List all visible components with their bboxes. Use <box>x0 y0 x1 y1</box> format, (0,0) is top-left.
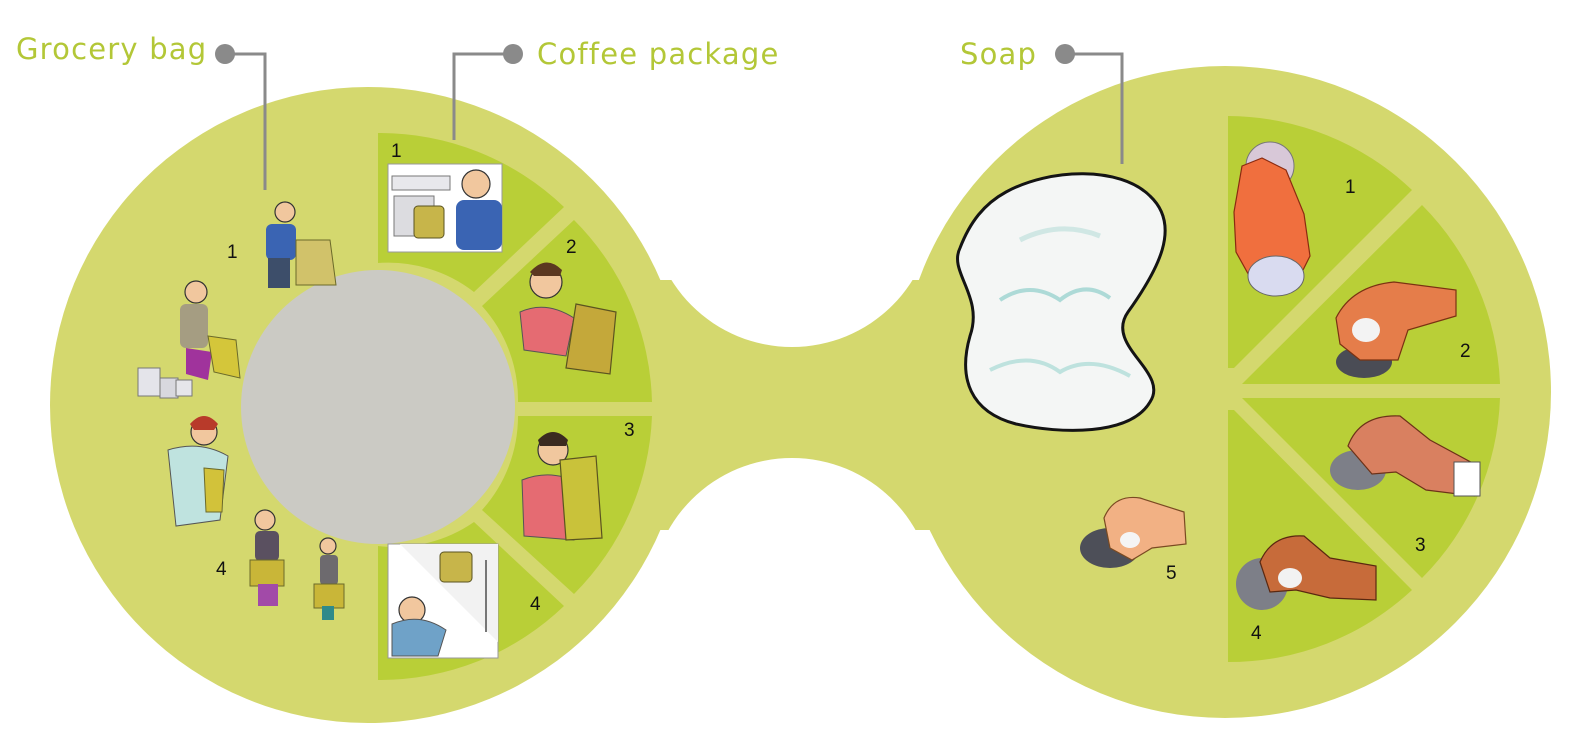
grocery-step-4-number: 4 <box>216 559 227 580</box>
coffee-step-1-number: 1 <box>391 141 402 162</box>
soap-figure-4 <box>1236 535 1377 610</box>
soap-illustration <box>956 172 1167 432</box>
grocery-figure-3 <box>167 416 229 527</box>
soap-connector-dot <box>1055 44 1075 64</box>
grocery-connector-line <box>226 52 267 190</box>
coffee-step-figures <box>387 163 617 659</box>
soap-step-4-number: 4 <box>1251 623 1262 644</box>
soap-figure-1 <box>1233 141 1311 297</box>
bridge-cutout-bottom <box>650 458 934 742</box>
coffee-figure-4 <box>387 543 499 659</box>
soap-step-1-number: 1 <box>1345 177 1356 198</box>
bridge-cutout-top <box>650 63 934 347</box>
grocery-bag-label: Grocery bag <box>16 32 208 66</box>
grocery-figure-4a <box>249 509 285 606</box>
soap-figure-5 <box>1080 496 1187 568</box>
coffee-package-label: Coffee package <box>537 37 780 71</box>
grocery-figure-4b <box>313 537 345 620</box>
coffee-connector-line <box>452 52 513 140</box>
grocery-step-1-number: 1 <box>227 242 238 263</box>
soap-connector-line <box>1065 52 1124 164</box>
soap-bar <box>956 172 1167 432</box>
coffee-step-2-number: 2 <box>566 237 577 258</box>
coffee-connector-dot <box>503 44 523 64</box>
soap-step-3-number: 3 <box>1415 535 1426 556</box>
grocery-step-figures <box>137 201 345 620</box>
grocery-figure-2 <box>137 280 241 399</box>
soap-step-figures <box>1080 141 1481 610</box>
grocery-connector-dot <box>215 44 235 64</box>
label-connectors <box>215 44 1124 190</box>
center-hub <box>241 270 515 544</box>
coffee-step-3-number: 3 <box>624 420 635 441</box>
soap-step-2-number: 2 <box>1460 341 1471 362</box>
soap-figure-3 <box>1330 415 1481 497</box>
soap-label: Soap <box>960 37 1038 71</box>
grocery-figure-1 <box>266 201 337 288</box>
soap-figure-2 <box>1335 281 1457 378</box>
coffee-step-4-number: 4 <box>530 594 541 615</box>
coffee-figure-2 <box>519 262 617 375</box>
coffee-figure-3 <box>521 432 603 541</box>
soap-step-5-number: 5 <box>1166 563 1177 584</box>
coffee-figure-1 <box>387 163 503 253</box>
